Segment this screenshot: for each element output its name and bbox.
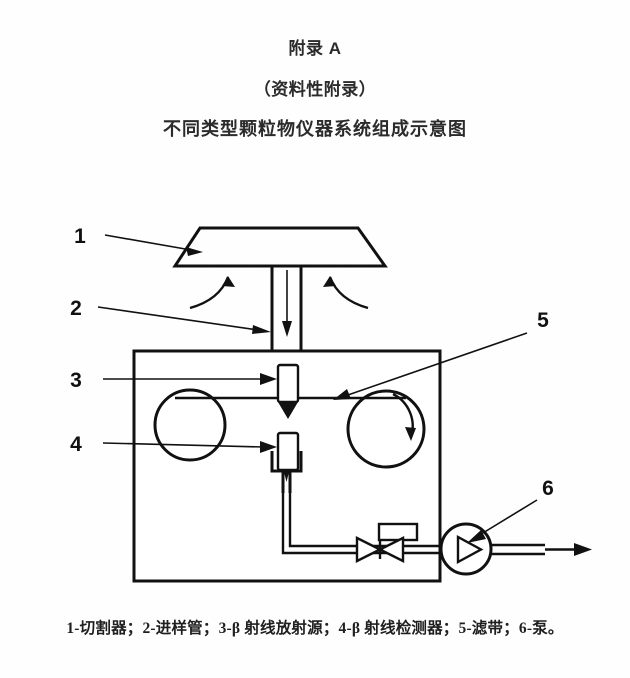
pump — [439, 522, 493, 576]
callout-2: 2 — [70, 297, 82, 320]
exhaust-outlet — [491, 543, 592, 556]
valve — [355, 536, 405, 563]
beta-detector — [276, 431, 300, 472]
callout-4: 4 — [70, 433, 82, 456]
figure-caption: 1-切割器；2-进样管；3-β 射线放射源；4-β 射线检测器；5-滤带；6-泵… — [66, 620, 564, 637]
leader-lines — [97, 234, 538, 543]
callout-5: 5 — [537, 309, 549, 332]
appendix-subtitle: （资料性附录） — [253, 80, 377, 99]
schematic-svg: 1 2 3 4 5 6 — [70, 225, 592, 583]
supply-reel — [153, 388, 227, 462]
callout-6: 6 — [542, 477, 554, 500]
callout-labels: 1 2 3 4 5 6 — [70, 225, 554, 500]
callout-3: 3 — [70, 369, 82, 392]
callout-1: 1 — [74, 225, 86, 248]
beta-source — [276, 363, 300, 419]
air-intake-arrows — [189, 276, 369, 310]
cutter-head — [172, 226, 388, 268]
title-block: 附录 A （资料性附录） 不同类型颗粒物仪器系统组成示意图 — [0, 34, 630, 141]
figure-title: 不同类型颗粒物仪器系统组成示意图 — [163, 119, 467, 139]
flow-meter — [377, 522, 419, 542]
take-up-reel — [346, 389, 426, 469]
schematic-diagram: 1 2 3 4 5 6 — [0, 175, 630, 600]
appendix-title: 附录 A — [288, 39, 342, 58]
